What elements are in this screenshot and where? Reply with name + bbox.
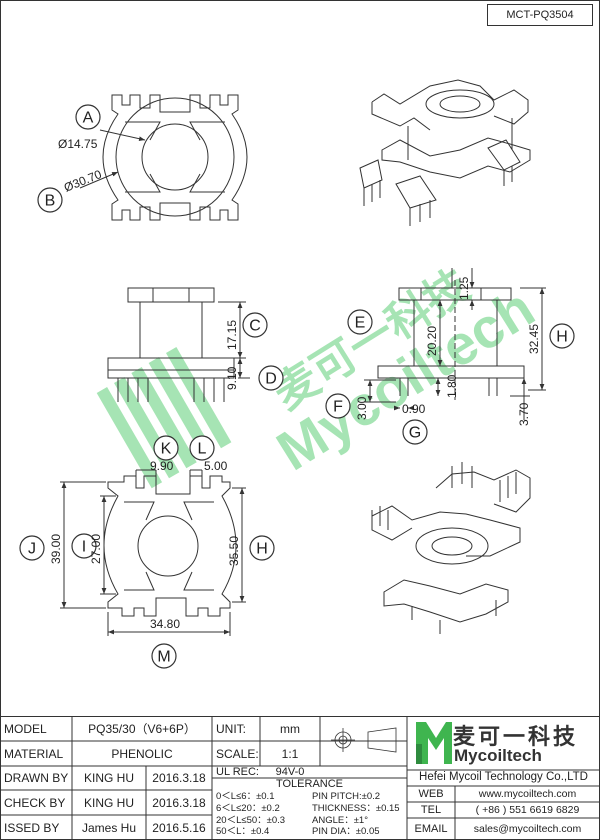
company-full-name: Hefei Mycoil Technology Co.,LTD: [419, 771, 588, 784]
label-l: L: [198, 441, 207, 458]
front-view: [103, 475, 237, 617]
top-view-bore: [141, 123, 209, 191]
issued-by-name: James Hu: [81, 820, 137, 835]
tolerance-1: 0＜L≤6：±0.1: [216, 791, 275, 802]
drawn-by-name: KING HU: [83, 771, 134, 785]
dim-inner-dia: Ø14.75: [58, 137, 98, 151]
label-c: C: [249, 318, 261, 335]
dim-f: 3.00: [355, 396, 369, 420]
unit-value: mm: [280, 721, 300, 736]
material-value: PHENOLIC: [111, 746, 173, 761]
iso-view-bottom: [371, 462, 531, 634]
model-value: PQ35/30（V6+6P）: [88, 721, 196, 736]
label-f: F: [333, 399, 343, 416]
label-e: E: [355, 315, 366, 332]
drawn-by-date: 2016.3.18: [152, 771, 206, 785]
top-view-outline: [102, 94, 248, 221]
email-label: EMAIL: [414, 822, 448, 835]
company-name-en: Mycoiltech: [454, 746, 542, 765]
material-label: MATERIAL: [4, 746, 64, 761]
label-i: I: [82, 539, 86, 556]
dim-k: 9.90: [150, 459, 174, 473]
dim-pin-len: 3.70: [517, 402, 531, 426]
check-by-label: CHECK BY: [4, 795, 66, 810]
scale-value: 1:1: [281, 746, 299, 761]
issued-by-date: 2016.5.16: [152, 820, 206, 835]
tolerance-3: 20＜L≤50：±0.3: [216, 815, 286, 826]
label-k: K: [161, 441, 172, 458]
tolerance-label: TOLERANCE: [275, 777, 344, 790]
check-by-date: 2016.3.18: [152, 795, 206, 810]
dim-m: 34.80: [150, 617, 180, 631]
ul-rec-label: UL REC:: [216, 765, 259, 778]
tolerance-6: THICKNESS：±0.15: [312, 803, 400, 814]
dim-top: 1.25: [457, 276, 471, 300]
label-j: J: [28, 541, 36, 558]
check-by-name: KING HU: [83, 795, 134, 810]
label-m: M: [157, 649, 170, 666]
dim-i: 27.00: [89, 534, 103, 564]
tolerance-4: 50＜L：±0.4: [216, 826, 270, 837]
tel-label: TEL: [420, 803, 442, 816]
label-g: G: [409, 425, 421, 442]
projection-symbol-icon: [331, 727, 397, 753]
email-link[interactable]: sales@mycoiltech.com: [473, 822, 582, 835]
dim-j: 39.00: [49, 534, 63, 564]
tel-value: ( +86 ) 551 6619 6829: [475, 803, 580, 816]
label-a: A: [83, 110, 94, 127]
dim-outer-dia: Ø30.70: [62, 167, 104, 195]
dim-g: 0.90: [402, 402, 426, 416]
side-view-left: [107, 287, 235, 402]
top-view-outer-arc: [115, 97, 235, 217]
drawing-code: MCT-PQ3504: [487, 4, 593, 26]
tolerance-5: PIN PITCH:±0.2: [312, 791, 381, 802]
scale-label: SCALE:: [216, 746, 259, 761]
drawn-by-label: DRAWN BY: [4, 771, 69, 785]
dim-bottom: 1.80: [445, 374, 459, 398]
dim-e: 20.20: [425, 326, 439, 356]
issued-by-label: ISSED BY: [4, 820, 60, 835]
top-view: [102, 94, 248, 221]
title-block: [0, 716, 600, 840]
dim-d: 9.10: [225, 366, 239, 390]
ul-rec-value: 94V-0: [275, 765, 305, 778]
company-name-cn: 麦可一科技: [453, 725, 579, 750]
tolerance-7: ANGLE：±1°: [312, 815, 369, 826]
web-link[interactable]: www.mycoiltech.com: [478, 787, 577, 800]
web-label: WEB: [418, 787, 444, 800]
tolerance-2: 6＜L≤20：±0.2: [216, 803, 280, 814]
dim-h-side: 32.45: [527, 324, 541, 354]
dim-c: 17.15: [225, 320, 239, 350]
label-b: B: [45, 193, 56, 210]
label-d: D: [265, 371, 277, 388]
iso-view-top: [359, 79, 531, 226]
model-label: MODEL: [4, 721, 47, 736]
dim-h-front: 35.50: [227, 536, 241, 566]
tolerance-8: PIN DIA：±0.05: [312, 826, 380, 837]
label-h-front: H: [256, 541, 268, 558]
label-h-side: H: [556, 329, 568, 346]
unit-label: UNIT:: [216, 721, 246, 736]
dim-l: 5.00: [204, 459, 228, 473]
company-logo-icon: [416, 722, 452, 764]
